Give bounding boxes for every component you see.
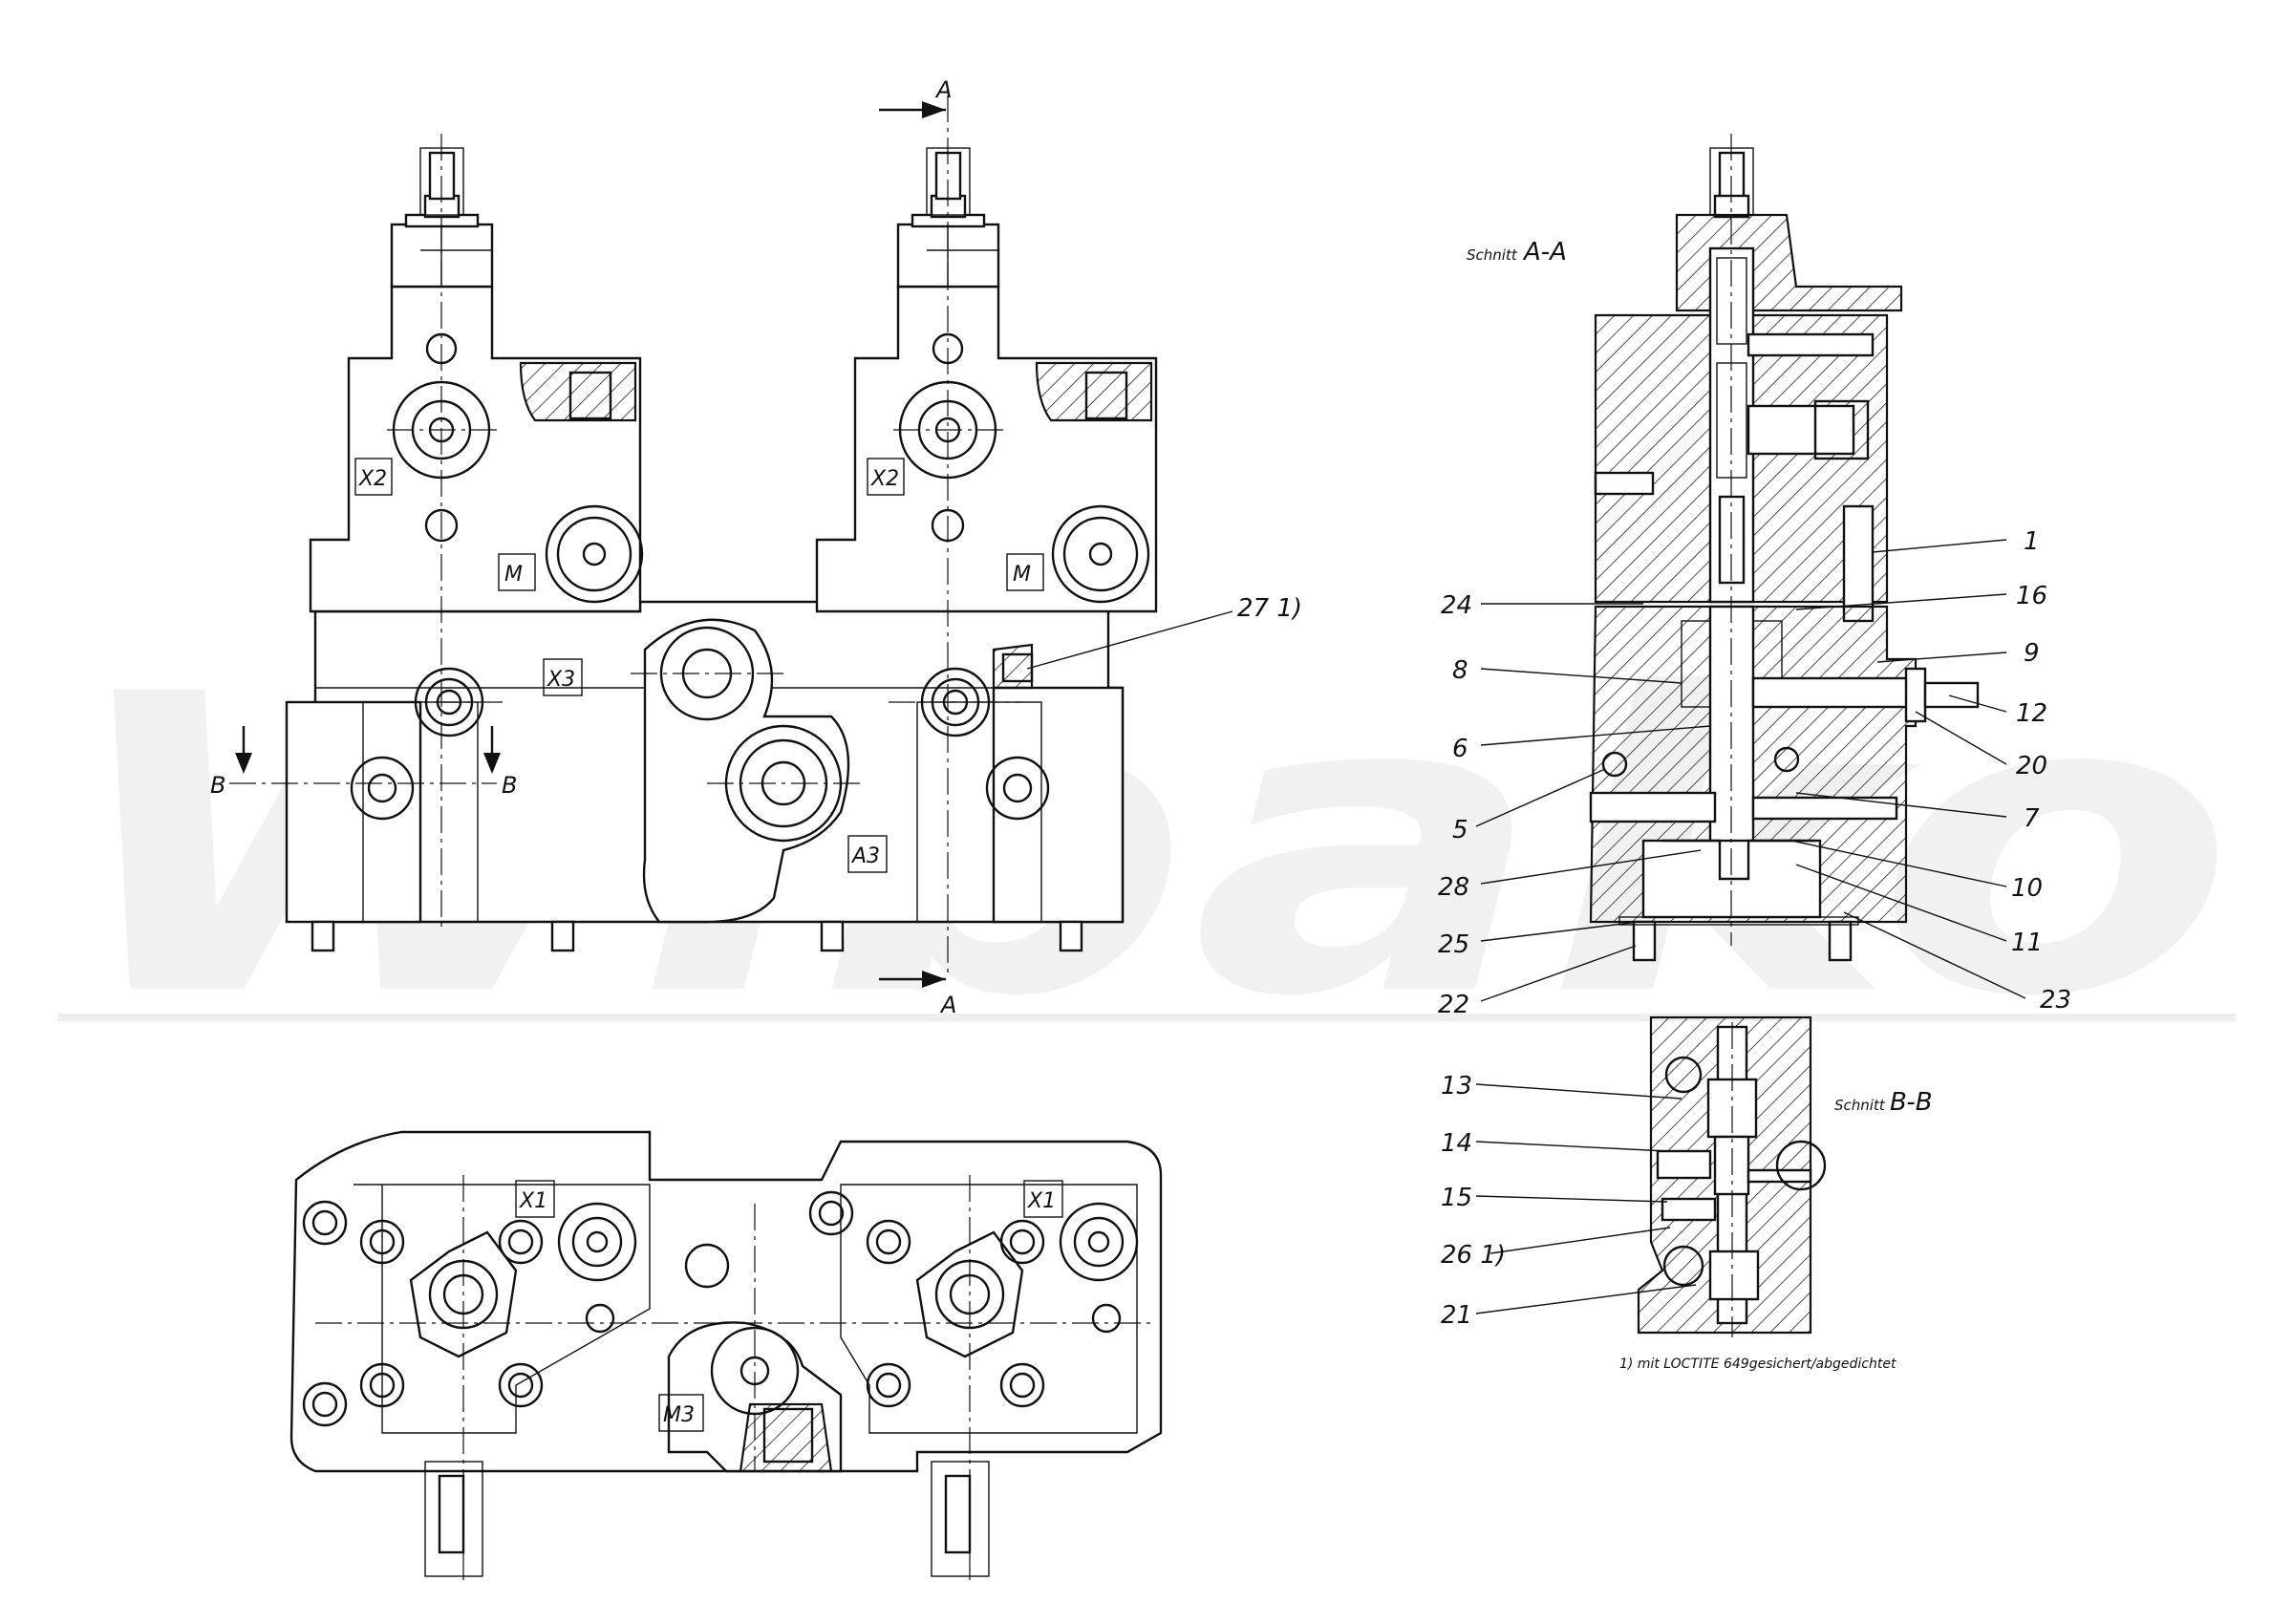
part-number-26: 26 1): [1441, 1241, 1506, 1270]
part-number-12: 12: [2016, 699, 2047, 728]
part-number-11: 11: [2011, 929, 2043, 957]
part-number-1: 1: [2024, 527, 2040, 556]
part-number-8: 8: [1452, 656, 1468, 685]
section-bb-label: B-B: [1890, 1088, 1933, 1117]
part-number-6: 6: [1452, 735, 1468, 763]
part-number-23: 23: [2040, 986, 2071, 1015]
port-label-m-right: M: [1013, 563, 1031, 587]
part-number-13: 13: [1441, 1072, 1472, 1100]
cut-a-bottom: A: [939, 992, 956, 1018]
section-b-b: Schnitt B-B 13 14 15 26 1) 21 1) mit LOC…: [1441, 1015, 1933, 1372]
port-label-x2-left: X2: [358, 467, 387, 491]
cut-a-top: A: [934, 76, 952, 103]
part-number-21: 21: [1441, 1301, 1472, 1330]
port-label-m-left: M: [504, 563, 523, 587]
part-number-14: 14: [1441, 1129, 1472, 1158]
part-number-9: 9: [2024, 639, 2040, 668]
part-number-25: 25: [1438, 930, 1469, 959]
port-label-x2-right: X2: [870, 467, 899, 491]
port-label-x1-left: X1: [519, 1189, 547, 1213]
part-number-16: 16: [2016, 582, 2047, 610]
part-number-20: 20: [2016, 752, 2047, 780]
part-number-27: 27 1): [1237, 594, 1302, 623]
part-number-10: 10: [2011, 874, 2043, 903]
cut-b-right: B: [502, 772, 517, 799]
section-aa-label: A-A: [1522, 238, 1567, 267]
section-a-a: Schnitt A-A: [1438, 134, 2071, 1019]
section-aa-prefix: Schnitt: [1467, 246, 1518, 264]
part-number-7: 7: [2024, 804, 2040, 833]
part-number-22: 22: [1438, 991, 1469, 1019]
part-number-28: 28: [1438, 873, 1469, 902]
port-label-a3: A3: [850, 844, 880, 868]
port-label-x3: X3: [546, 668, 575, 692]
part-number-24: 24: [1441, 591, 1472, 620]
front-view: A A B B X2 X2 M M X3 A3 27 1): [210, 76, 1302, 1018]
cut-b-left: B: [210, 772, 225, 799]
part-number-5: 5: [1452, 816, 1468, 844]
port-label-x1-right: X1: [1027, 1189, 1056, 1213]
top-view: X1 X1 M3: [289, 1130, 1163, 1586]
section-bb-prefix: Schnitt: [1834, 1097, 1886, 1114]
part-number-15: 15: [1441, 1184, 1472, 1212]
port-label-m3: M3: [663, 1403, 695, 1427]
footnote: 1) mit LOCTITE 649gesichert/abgedichtet: [1619, 1357, 1897, 1372]
